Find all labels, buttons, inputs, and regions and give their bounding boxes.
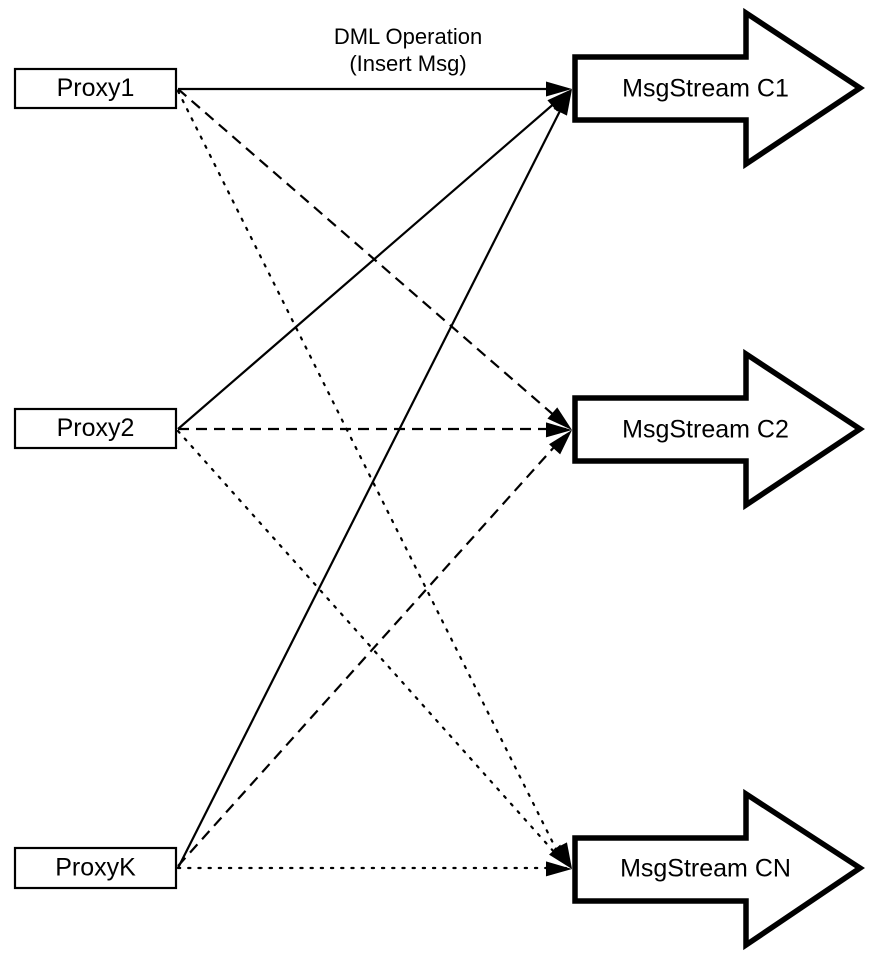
proxy-node-proxy1[interactable]: Proxy1	[13, 67, 178, 110]
arrowhead-edge-proxy2-c2	[545, 422, 572, 438]
msgstream-node-msgstream_c2[interactable]: MsgStream C2	[572, 348, 865, 511]
edge-proxyK-c2	[177, 435, 565, 867]
arrowhead-edge-proxy1-c1	[546, 81, 572, 97]
proxy-label-proxy1: Proxy1	[57, 74, 135, 102]
proxy-box-proxy2[interactable]	[13, 407, 178, 450]
edge-proxy1-cn	[176, 89, 564, 863]
edges-layer	[176, 87, 568, 870]
msgstream-label-msgstream_c1: MsgStream C1	[622, 75, 789, 103]
msgstream-arrow-shape-msgstream_cn[interactable]	[572, 788, 865, 951]
dml-operation-caption-line1: DML Operation	[334, 24, 482, 49]
proxy-label-proxyK: ProxyK	[55, 854, 136, 882]
msgstream-arrow-shape-msgstream_c1[interactable]	[572, 7, 865, 170]
annotation-dml-operation-caption: DML Operation(Insert Msg)	[334, 24, 482, 76]
edge-proxyK-c1	[177, 96, 568, 869]
edge-arrowheads-layer	[545, 81, 572, 877]
arrowhead-edge-proxy1-c2	[547, 407, 572, 430]
msgstream-arrow-shape-msgstream_c2[interactable]	[572, 348, 865, 511]
arrowhead-edge-proxy2-c1	[547, 89, 572, 112]
arrowhead-edge-proxy2-cn	[549, 844, 572, 869]
proxy-node-proxyK[interactable]: ProxyK	[13, 846, 178, 890]
proxy-label-proxy2: Proxy2	[57, 414, 135, 442]
msgstream-label-msgstream_cn: MsgStream CN	[620, 855, 791, 883]
edge-proxy2-c1	[177, 94, 565, 430]
msgstream-nodes-layer: MsgStream C1 MsgStream C2 MsgStream CN	[572, 7, 865, 951]
arrowhead-edge-proxyK-c2	[549, 430, 572, 455]
annotations-layer: DML Operation(Insert Msg)	[334, 24, 482, 76]
msgstream-node-msgstream_c1[interactable]: MsgStream C1	[572, 7, 865, 170]
msgstream-label-msgstream_c2: MsgStream C2	[622, 416, 789, 444]
dml-operation-caption-line2: (Insert Msg)	[349, 51, 466, 76]
msgstream-node-msgstream_cn[interactable]: MsgStream CN	[572, 788, 865, 951]
proxy-box-proxy1[interactable]	[13, 67, 178, 110]
edge-proxy2-cn	[176, 429, 565, 864]
proxy-node-proxy2[interactable]: Proxy2	[13, 407, 178, 450]
edge-proxy1-c2	[177, 88, 565, 425]
arrowhead-edge-proxyK-c1	[553, 89, 572, 116]
proxy-box-proxyK[interactable]	[13, 846, 178, 890]
arrowhead-edge-proxyK-cn	[545, 861, 572, 877]
